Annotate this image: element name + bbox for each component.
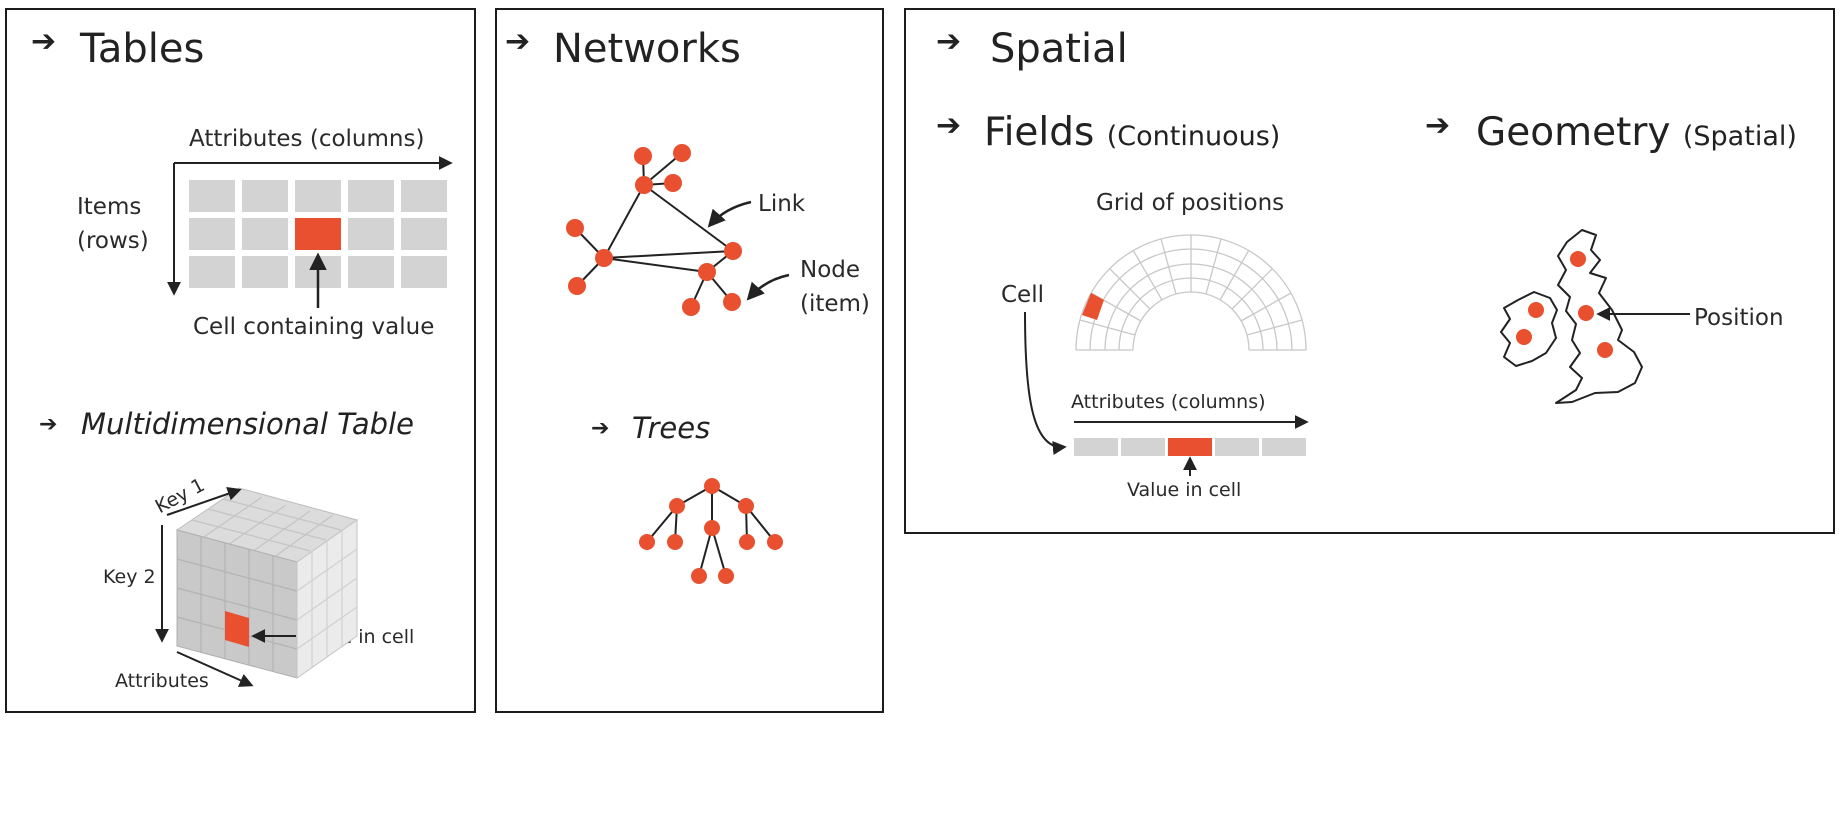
highlighted-polar-cell <box>1082 293 1104 320</box>
multidimensional-table-title: Multidimensional Table <box>81 407 414 441</box>
position-label: Position <box>1694 305 1784 331</box>
fields-title: Fields <box>984 110 1095 155</box>
polar-grid <box>1075 234 1307 351</box>
networks-title: Networks <box>553 26 741 72</box>
arrow-icon: ➔ <box>591 416 610 441</box>
link-label: Link <box>758 191 806 217</box>
highlighted-cell <box>295 218 341 250</box>
geometry-title: Geometry <box>1476 110 1671 155</box>
map-positions <box>1516 251 1613 358</box>
arrow-icon: ➔ <box>936 108 962 143</box>
arrow-icon: ➔ <box>39 412 58 437</box>
geometry-subtitle: (Spatial) <box>1682 121 1797 152</box>
cube-diagram <box>155 487 359 687</box>
ireland-outline <box>1500 291 1558 367</box>
highlighted-strip-cell <box>1168 438 1212 456</box>
node-label: Node <box>800 257 861 283</box>
key2-label: Key 2 <box>103 566 156 588</box>
rows-label: (rows) <box>77 228 149 254</box>
attributes-columns-label: Attributes (columns) <box>189 126 425 152</box>
spatial-title: Spatial <box>990 26 1128 72</box>
great-britain-outline <box>1555 229 1643 404</box>
value-in-cell-label: Value in cell <box>1127 479 1242 501</box>
spatial-panel: ➔ Spatial ➔ Fields (Continuous) ➔ Geomet… <box>904 8 1835 534</box>
geometry-heading: Geometry (Spatial) <box>1476 110 1797 155</box>
networks-panel: ➔ Networks Link Node (item) ➔ Trees <box>495 8 884 713</box>
fields-subtitle: (Continuous) <box>1106 121 1281 152</box>
arrow-icon: ➔ <box>1425 108 1451 143</box>
network-nodes <box>566 144 742 316</box>
arrow-icon: ➔ <box>936 24 962 59</box>
table-diagram <box>167 156 453 308</box>
cell-containing-value-label: Cell containing value <box>193 314 435 340</box>
network-diagram <box>566 144 790 584</box>
item-label: (item) <box>800 291 870 317</box>
cube-highlighted-cell <box>225 611 249 647</box>
trees-title: Trees <box>632 411 711 445</box>
fields-heading: Fields (Continuous) <box>984 110 1280 155</box>
items-label: Items <box>77 194 142 220</box>
tables-panel: ➔ Tables Attributes (columns) Items (row… <box>5 8 476 713</box>
tables-title: Tables <box>80 26 205 72</box>
arrow-icon: ➔ <box>505 24 531 59</box>
arrow-icon: ➔ <box>31 24 57 59</box>
attributes-label: Attributes <box>115 670 209 692</box>
fields-diagram <box>1024 234 1309 476</box>
attributes-columns-label: Attributes (columns) <box>1071 391 1266 413</box>
grid-of-positions-label: Grid of positions <box>1096 190 1285 216</box>
uk-map-diagram <box>1500 229 1690 404</box>
cell-label: Cell <box>1001 282 1044 308</box>
